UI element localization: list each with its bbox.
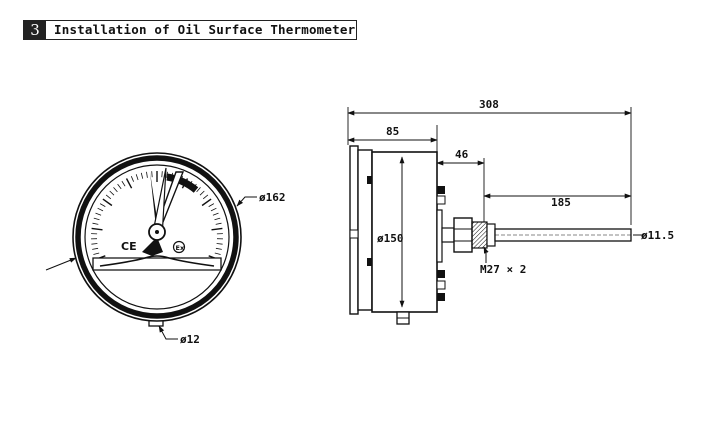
dial-bottom-window <box>92 257 222 271</box>
dial-tick <box>166 171 168 178</box>
dial-tick <box>117 183 122 190</box>
mark-ex: Ex <box>176 244 185 252</box>
thread-leader <box>483 246 489 263</box>
dial-alarm-band <box>166 173 199 193</box>
dial-tick <box>214 252 221 255</box>
thread-label: M27 × 2 <box>480 263 526 276</box>
dial-tick <box>91 243 98 245</box>
dial-tick <box>95 212 102 216</box>
dial-tick <box>135 174 139 181</box>
side-case <box>371 151 438 313</box>
side-view: 308 85 46 185 ø150 <box>347 98 674 325</box>
side-glass-clip-mid <box>349 229 359 239</box>
dim-case-diameter-label: ø150 <box>377 232 404 245</box>
connection-leader <box>158 325 178 340</box>
mark-ex-circle <box>172 240 186 254</box>
dial-tick <box>208 203 215 207</box>
dial-tick <box>140 172 144 179</box>
dial-tick <box>210 207 217 212</box>
dial-tick <box>201 198 212 207</box>
dim-case-label: 85 <box>386 125 399 138</box>
dial-tick <box>97 207 104 212</box>
front-view: CE Ex ø162 ø12 <box>45 152 286 346</box>
dim-overall-label: 308 <box>479 98 499 111</box>
dial-tick <box>215 247 222 250</box>
dial-tick <box>214 217 221 221</box>
side-terminal-bottom <box>436 270 446 301</box>
dial-tick <box>109 190 115 196</box>
side-thread-collar <box>486 223 496 247</box>
diameter-leader <box>236 196 257 207</box>
dial-tick <box>99 203 106 207</box>
dim-probe-label: 185 <box>551 196 571 209</box>
dial-tick <box>211 227 223 231</box>
dial-tick <box>92 247 99 250</box>
side-thread <box>471 221 488 249</box>
dial-tick <box>91 227 103 231</box>
dial-tick <box>105 194 112 200</box>
dial-tick <box>215 222 222 225</box>
mark-ce: CE <box>121 240 137 253</box>
dial-tick <box>199 190 205 196</box>
dial-tick <box>161 171 163 178</box>
dial-tick <box>93 217 100 221</box>
dial-tick <box>196 187 201 193</box>
side-glass <box>357 149 373 311</box>
probe-diameter-label: ø11.5 <box>641 229 674 242</box>
side-back-plate <box>436 209 443 263</box>
dial-wave <box>99 255 215 267</box>
diameter-label: ø162 <box>259 191 286 204</box>
side-nut <box>453 217 473 253</box>
dial-tick <box>151 171 153 178</box>
dial-tick <box>216 243 223 245</box>
connection-label: ø12 <box>180 333 200 346</box>
dial-tick <box>125 178 133 189</box>
side-glass-clip-top <box>367 176 372 184</box>
front-leader-left <box>45 257 77 271</box>
side-glass-clip-bottom <box>367 258 372 266</box>
dial-tick <box>102 198 113 207</box>
side-terminal-top <box>436 186 446 205</box>
dial-tick <box>93 252 100 255</box>
dial-tick <box>113 187 118 193</box>
dial-tick <box>212 212 219 216</box>
section-title: Installation of Oil Surface Thermometer <box>54 22 356 37</box>
section-number: 3 <box>24 21 46 39</box>
gauge-needle-tail <box>142 237 163 256</box>
dial-tick <box>146 171 148 178</box>
dial-tick <box>202 194 209 200</box>
section-header: 3 Installation of Oil Surface Thermomete… <box>23 20 357 40</box>
dial-tick <box>130 176 134 182</box>
gauge-hub-center <box>155 230 159 234</box>
side-stem <box>441 227 455 243</box>
dial-tick <box>92 222 99 225</box>
dim-offset-label: 46 <box>455 148 469 161</box>
dial-tick <box>121 180 126 187</box>
